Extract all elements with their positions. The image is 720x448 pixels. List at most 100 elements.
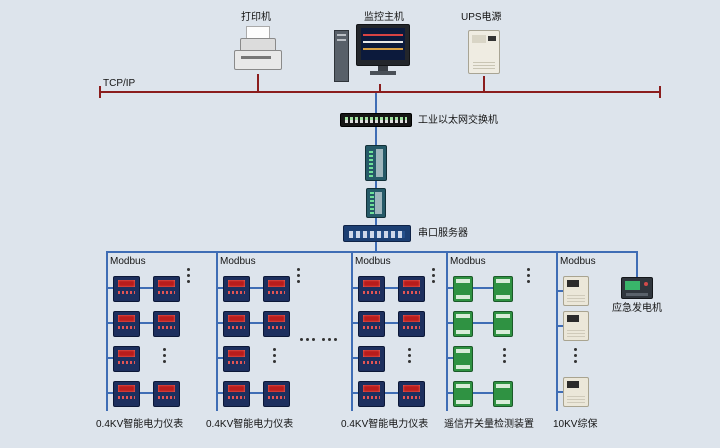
ellipsis-vertical <box>503 348 506 351</box>
switch-to-module1-line <box>375 127 377 145</box>
io-module-icon <box>493 381 513 407</box>
branch1-caption: 0.4KV智能电力仪表 <box>96 419 184 430</box>
power-meter-icon <box>113 311 140 337</box>
printer-label: 打印机 <box>241 12 271 23</box>
stub <box>353 357 358 359</box>
power-meter-icon <box>398 311 425 337</box>
ellipsis-vertical <box>163 348 166 351</box>
screen-trace <box>363 34 403 36</box>
power-meter-icon <box>263 381 290 407</box>
power-meter-icon <box>398 276 425 302</box>
power-meter-icon <box>153 311 180 337</box>
monitor-stand <box>378 66 388 71</box>
generator-controller-icon <box>621 277 653 299</box>
power-meter-icon <box>358 276 385 302</box>
stub <box>108 357 113 359</box>
tcpip-label: TCP/IP <box>103 78 136 89</box>
power-meter-icon <box>263 311 290 337</box>
branch3-caption: 0.4KV智能电力仪表 <box>341 419 429 430</box>
ellipsis-vertical <box>574 348 577 351</box>
generator-keys <box>626 293 648 296</box>
tcpip-bus-endcap-left <box>99 86 101 98</box>
branch2-line <box>216 251 218 411</box>
power-meter-icon <box>113 346 140 372</box>
printer-drop-line <box>257 74 259 91</box>
power-meter-icon <box>358 346 385 372</box>
modbus-label-3: Modbus <box>355 256 391 267</box>
generator-drop-line <box>636 251 638 277</box>
ellipsis-vertical <box>273 348 276 351</box>
ellipsis-vertical <box>297 268 300 271</box>
ellipsis-vertical <box>432 268 435 271</box>
modbus-label-1: Modbus <box>110 256 146 267</box>
power-meter-icon <box>113 381 140 407</box>
io-module-icon <box>453 346 473 372</box>
host-label: 监控主机 <box>364 12 404 23</box>
io-module-icon <box>493 311 513 337</box>
modbus-label-2: Modbus <box>220 256 256 267</box>
power-meter-icon <box>223 276 250 302</box>
serial-to-fieldbus-line <box>375 242 377 252</box>
monitor-base <box>370 71 396 75</box>
generator-screen <box>625 281 640 290</box>
branch3-line <box>351 251 353 411</box>
serial-server-icon <box>343 225 411 242</box>
bus-to-switch-line <box>375 93 377 113</box>
pc-tower <box>334 30 349 82</box>
serial-server-label: 串口服务器 <box>418 228 468 239</box>
module2-to-serial-line <box>375 218 377 225</box>
generator-label: 应急发电机 <box>612 303 662 314</box>
power-meter-icon <box>223 381 250 407</box>
generator-led <box>644 282 648 286</box>
io-module-icon <box>493 276 513 302</box>
branch4-line <box>446 251 448 411</box>
ellipsis-vertical <box>527 268 530 271</box>
ellipsis-horizontal <box>322 338 325 341</box>
ellipsis-vertical <box>408 348 411 351</box>
switch-label: 工业以太网交换机 <box>418 115 498 126</box>
ups-label: UPS电源 <box>461 12 502 23</box>
ellipsis-vertical <box>187 268 190 271</box>
host-drop-line <box>379 84 381 91</box>
screen-trace <box>363 41 403 43</box>
power-meter-icon <box>358 381 385 407</box>
printer-slot <box>241 56 271 59</box>
module1-to-module2-line <box>375 181 377 188</box>
ups-icon <box>468 30 502 76</box>
stub <box>558 290 563 292</box>
modbus-label-5: Modbus <box>560 256 596 267</box>
stub <box>448 357 453 359</box>
branch4-caption: 遥信开关量检测装置 <box>444 419 534 430</box>
ups-drop-line <box>483 76 485 91</box>
fieldbus-line <box>106 251 638 253</box>
io-module-icon <box>453 311 473 337</box>
ethernet-switch-icon <box>340 113 412 127</box>
power-meter-icon <box>153 276 180 302</box>
power-meter-icon <box>223 346 250 372</box>
protection-relay-icon <box>563 377 589 407</box>
branch5-caption: 10KV综保 <box>553 419 598 430</box>
protection-relay-icon <box>563 311 589 341</box>
printer-icon <box>234 26 284 74</box>
monitoring-host-icon <box>332 22 414 84</box>
screen-trace <box>363 48 403 50</box>
ups-display <box>488 36 496 41</box>
stub <box>218 357 223 359</box>
monitor-screen <box>361 28 405 60</box>
ellipsis-horizontal <box>300 338 303 341</box>
media-converter-icon <box>366 188 386 218</box>
stub <box>558 325 563 327</box>
power-meter-icon <box>113 276 140 302</box>
pc-tower-drive2 <box>337 39 346 41</box>
power-meter-icon <box>263 276 290 302</box>
power-meter-icon <box>398 381 425 407</box>
printer-body <box>234 50 282 70</box>
tcpip-bus-endcap-right <box>659 86 661 98</box>
ups-panel <box>472 35 486 43</box>
io-module-icon <box>453 381 473 407</box>
power-meter-icon <box>153 381 180 407</box>
ups-vents <box>473 60 495 69</box>
branch5-line <box>556 251 558 411</box>
tcpip-bus-line <box>100 91 660 93</box>
